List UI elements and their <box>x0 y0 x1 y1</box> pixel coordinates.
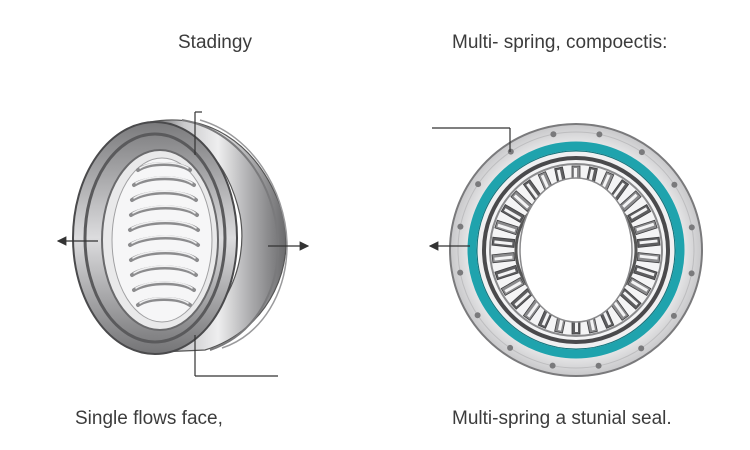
bolt-hole <box>688 270 695 277</box>
spring-element <box>491 236 516 248</box>
bolt-hole <box>549 362 556 369</box>
seal-inner-bore <box>519 177 633 323</box>
bolt-hole <box>475 181 482 188</box>
spring-element <box>491 252 516 264</box>
spring-element <box>636 236 661 248</box>
bolt-hole <box>457 269 464 276</box>
bolt-hole <box>671 181 678 188</box>
spring-array <box>491 165 661 335</box>
bolt-hole <box>507 344 514 351</box>
spring-element <box>494 219 519 236</box>
bolt-hole <box>474 312 481 319</box>
left-title: Stadingy <box>178 32 252 53</box>
bolt-hole <box>550 131 557 138</box>
spring-element <box>636 252 661 264</box>
bolt-hole <box>507 148 514 155</box>
spring-element <box>633 264 658 281</box>
spring-element <box>500 276 525 297</box>
bolt-hole <box>595 362 602 369</box>
bolt-hole <box>638 345 645 352</box>
spring-element <box>500 203 525 224</box>
single-spring-seal <box>56 111 310 377</box>
bolt-holes <box>457 131 695 369</box>
spring-element <box>627 203 652 224</box>
spring-element <box>627 276 652 297</box>
right-caption: Multi-spring a stunial seal. <box>452 408 672 429</box>
spring-element <box>633 219 658 236</box>
multi-spring-seal <box>428 123 703 377</box>
bolt-hole <box>596 131 603 138</box>
bolt-hole <box>688 224 695 231</box>
spring-element <box>494 264 519 281</box>
bolt-hole <box>457 223 464 230</box>
seal-outer-band <box>149 119 287 353</box>
right-title: Multi- spring, compoectis: <box>452 32 668 53</box>
bolt-hole <box>638 149 645 156</box>
bolt-hole <box>670 312 677 319</box>
left-caption: Single flows face, <box>75 408 223 429</box>
teal-o-ring <box>467 141 685 359</box>
